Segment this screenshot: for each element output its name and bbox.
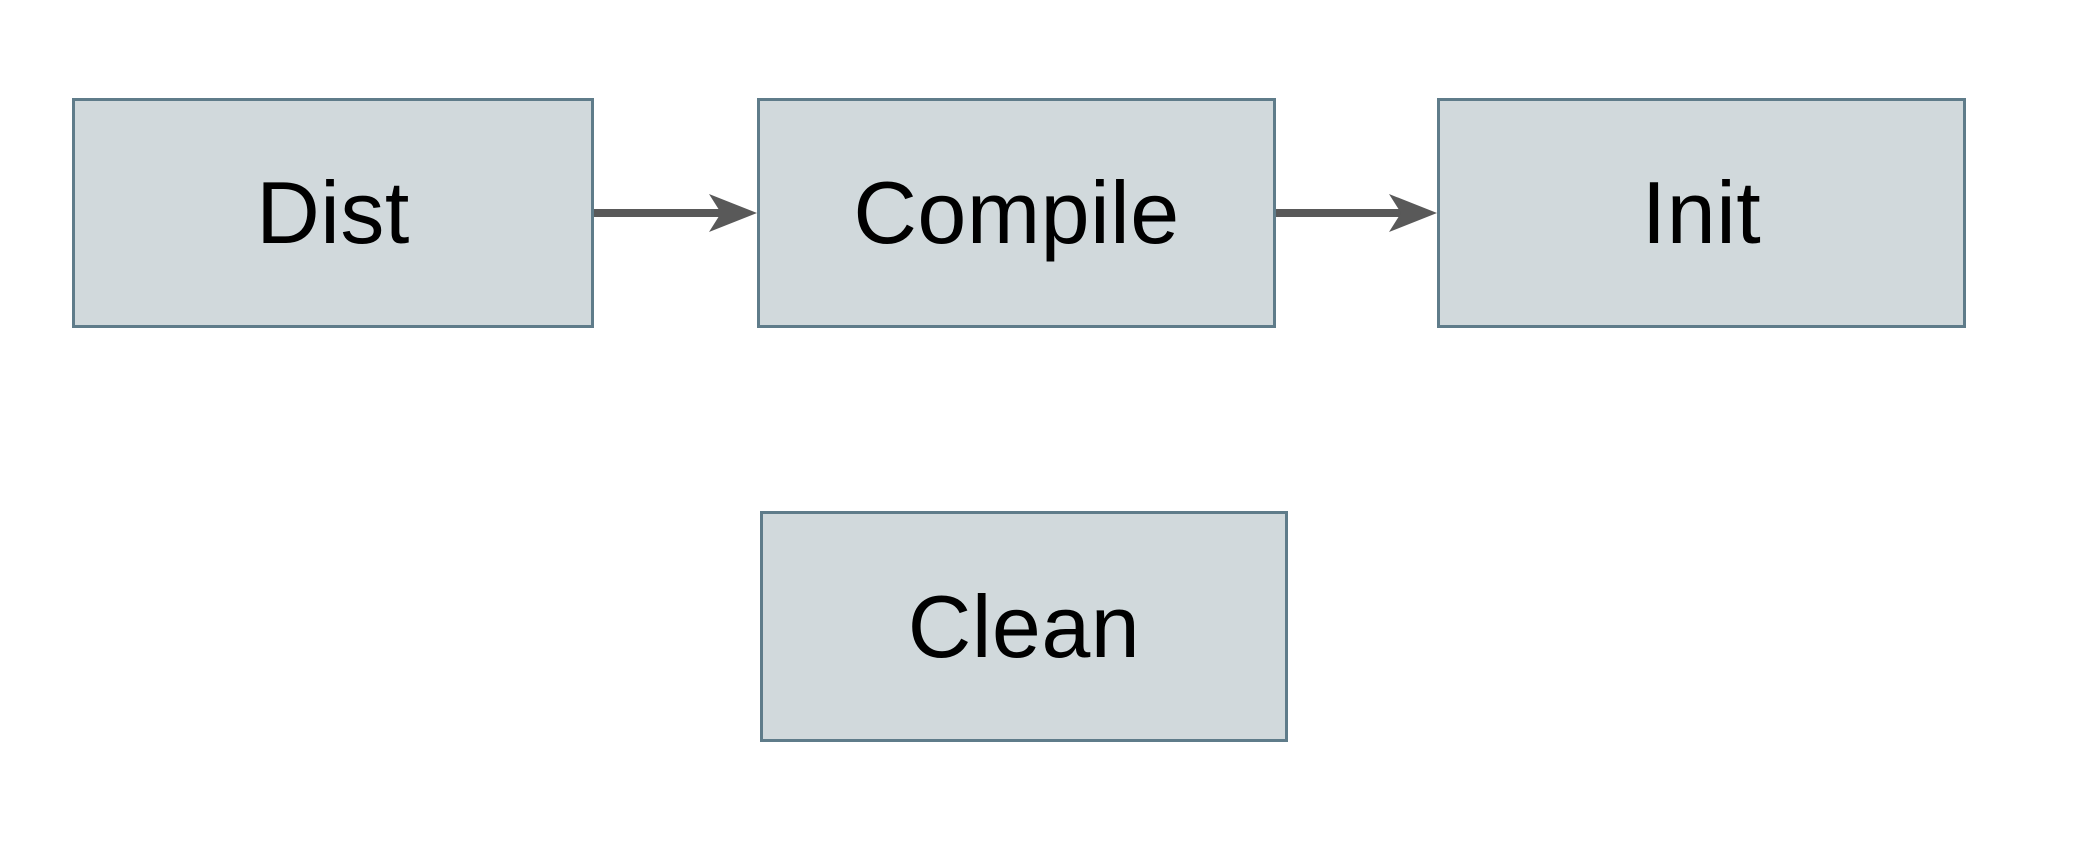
node-compile[interactable]: Compile	[757, 98, 1276, 328]
arrow-compile-to-init[interactable]	[1276, 194, 1437, 232]
node-dist[interactable]: Dist	[72, 98, 594, 328]
node-dist-label: Dist	[256, 163, 410, 262]
node-clean-label: Clean	[907, 576, 1141, 676]
arrowhead-icon	[1389, 194, 1437, 232]
node-init-label: Init	[1641, 163, 1762, 262]
arrowhead-icon	[709, 194, 757, 232]
node-compile-label: Compile	[853, 163, 1180, 262]
node-clean[interactable]: Clean	[760, 511, 1288, 742]
arrow-dist-to-compile[interactable]	[594, 194, 757, 232]
node-init[interactable]: Init	[1437, 98, 1966, 328]
